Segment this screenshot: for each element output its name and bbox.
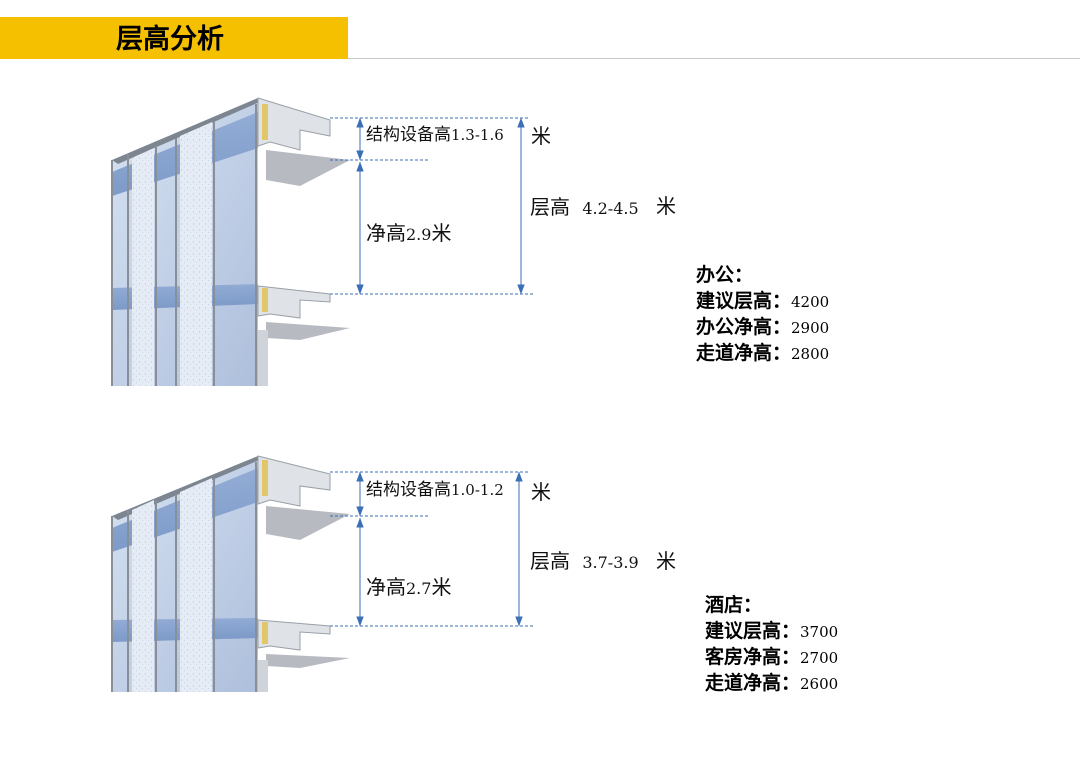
- office-dimension-lines: [330, 117, 535, 295]
- hotel-struct-height-label: 结构设备高1.0-1.2: [366, 480, 504, 500]
- office-info-title: 办公：: [696, 264, 754, 286]
- office-info-row: 办公净高：2900: [696, 316, 830, 338]
- hotel-info-row: 客房净高：2700: [705, 646, 839, 668]
- office-info-row: 走道净高：2800: [696, 342, 830, 364]
- hotel-clear-height-label: 净高2.7米: [366, 575, 452, 599]
- hotel-struct-unit: 米: [531, 480, 551, 504]
- office-info-panel: 办公： 建议层高：4200 办公净高：2900 走道净高：2800: [696, 262, 829, 366]
- hotel-dimension-lines: [330, 471, 535, 627]
- title-bar: [0, 17, 348, 59]
- hotel-info-title: 酒店：: [705, 594, 763, 616]
- hotel-floor-unit: 米: [656, 549, 676, 573]
- title-divider: [348, 58, 1080, 59]
- office-floor-height-label: 层高 4.2-4.5: [530, 195, 639, 219]
- hotel-info-panel: 酒店： 建议层高：3700 客房净高：2700 走道净高：2600: [705, 592, 838, 696]
- office-info-row: 建议层高：4200: [696, 290, 830, 312]
- office-floor-unit: 米: [656, 194, 676, 218]
- office-clear-height-label: 净高2.9米: [366, 221, 452, 245]
- office-struct-unit: 米: [531, 124, 551, 148]
- page-title: 层高分析: [116, 24, 224, 55]
- hotel-info-row: 建议层高：3700: [705, 620, 839, 642]
- office-struct-height-label: 结构设备高1.3-1.6: [366, 125, 504, 145]
- hotel-floor-height-label: 层高 3.7-3.9: [530, 549, 639, 573]
- hotel-facade: [111, 455, 350, 692]
- office-facade: [111, 97, 350, 386]
- hotel-info-row: 走道净高：2600: [705, 672, 839, 694]
